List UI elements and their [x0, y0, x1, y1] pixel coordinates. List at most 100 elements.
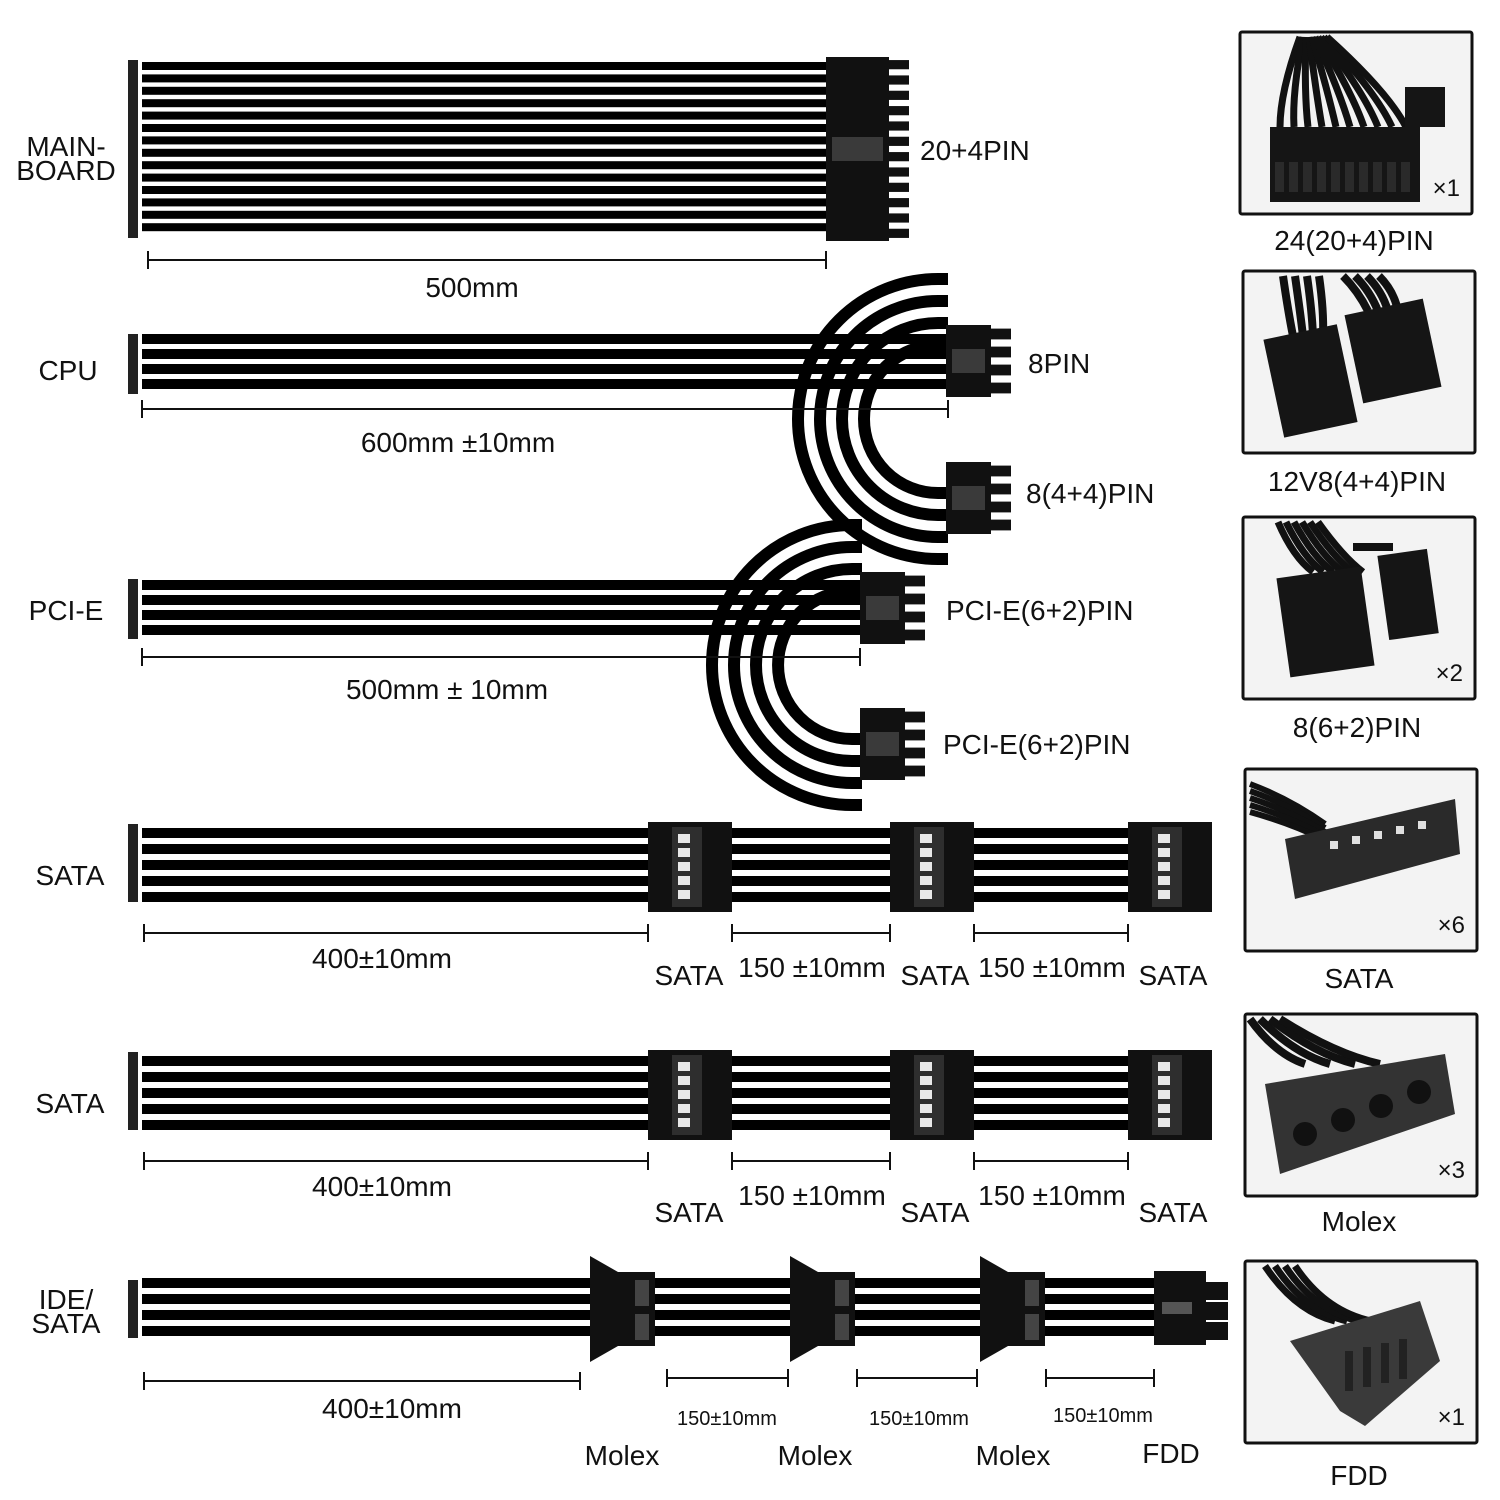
molex-connector-photo	[1246, 1015, 1455, 1174]
connector-label: Molex	[778, 1440, 853, 1471]
photo-panel: ×28(6+2)PIN	[1241, 515, 1477, 743]
cable-wire	[142, 1326, 590, 1336]
row-label: PCI-E	[29, 595, 104, 626]
cable-wire	[142, 210, 826, 219]
sata-pin	[678, 834, 690, 843]
sata-pin	[1158, 862, 1170, 871]
photo-caption: SATA	[1325, 963, 1394, 994]
molex-connector	[790, 1256, 855, 1362]
sata-connector	[890, 1050, 974, 1140]
sata-connector	[890, 822, 974, 912]
cable-wire	[142, 844, 648, 854]
connector-pin	[905, 747, 925, 759]
cable-wire	[974, 844, 1128, 854]
connector-label: SATA	[655, 1197, 724, 1228]
cable-wire	[732, 1056, 890, 1066]
connector-24pin	[826, 57, 909, 241]
cable-wire	[142, 876, 648, 886]
dimension-line	[147, 251, 827, 269]
pcie-8pin-connector-photo	[1274, 519, 1439, 678]
connector-label: 20+4PIN	[920, 135, 1030, 166]
sata-pin	[1158, 890, 1170, 899]
dimension-label: 150 ±10mm	[978, 1180, 1126, 1211]
cable-wire	[732, 1104, 890, 1114]
cable-wire	[142, 198, 826, 207]
dimension-label: 500mm ± 10mm	[346, 674, 548, 705]
cable-wire	[142, 580, 862, 590]
connector-pin	[889, 152, 909, 162]
psu-plug	[128, 579, 138, 639]
cable-wire	[142, 1088, 648, 1098]
quantity-label: ×1	[1438, 1404, 1465, 1431]
dimension-line	[666, 1369, 789, 1387]
connector-pin	[889, 75, 909, 85]
cable-wire	[142, 111, 826, 120]
cable-wire	[655, 1310, 790, 1320]
sata-pin	[920, 1062, 932, 1071]
sata-connector	[1128, 1050, 1212, 1140]
cable-wire	[142, 595, 862, 605]
cable-wire	[142, 74, 826, 83]
connector-label: SATA	[901, 960, 970, 991]
cable-wire	[974, 1104, 1128, 1114]
sata-pin	[1158, 1076, 1170, 1085]
dimension-label: 400±10mm	[322, 1393, 462, 1424]
psu-plug	[128, 1052, 138, 1130]
connector-pin	[991, 328, 1011, 340]
connector-pin	[991, 364, 1011, 376]
curved-cable-wire	[706, 519, 862, 811]
row-label: CPU	[38, 355, 97, 386]
cable-wire	[1045, 1294, 1156, 1304]
cable-wire	[142, 364, 948, 374]
cable-wire	[142, 148, 826, 157]
cable-wire	[974, 1056, 1128, 1066]
connector-pin	[991, 346, 1011, 358]
dimension-label: 150±10mm	[1053, 1405, 1153, 1427]
cable-wire	[655, 1278, 790, 1288]
connector-pin	[889, 121, 909, 131]
sata-pin	[1158, 848, 1170, 857]
sata-pin	[920, 1076, 932, 1085]
connector-pin	[905, 729, 925, 741]
cable-wire	[142, 1294, 590, 1304]
cable-wire	[142, 173, 826, 182]
row-label: BOARD	[16, 155, 116, 186]
cable-wire	[142, 1120, 648, 1130]
curved-cable-wire	[772, 585, 862, 745]
curved-cable-wire	[814, 295, 948, 543]
curved-cable-wire	[792, 273, 948, 565]
quantity-label: ×6	[1438, 912, 1465, 939]
dimension-line	[731, 924, 891, 942]
sata-pin	[920, 848, 932, 857]
connector-pin	[889, 198, 909, 208]
connector-pin	[889, 167, 909, 177]
sata-pin	[678, 848, 690, 857]
cable-wire	[655, 1294, 790, 1304]
fdd-connector-photo	[1262, 1264, 1440, 1426]
dimension-label: 150±10mm	[869, 1408, 969, 1430]
row-label: SATA	[32, 1308, 101, 1339]
fdd-connector	[1154, 1271, 1228, 1345]
quantity-label: ×3	[1438, 1157, 1465, 1184]
curved-cable-wire	[728, 541, 862, 789]
connector-label: 8PIN	[1028, 348, 1090, 379]
cable-wire	[974, 1120, 1128, 1130]
psu-plug	[128, 824, 138, 902]
sata-pin	[920, 1118, 932, 1127]
cable-wire	[732, 1088, 890, 1098]
cable-wire	[732, 892, 890, 902]
connector-label: PCI-E(6+2)PIN	[943, 729, 1131, 760]
eps-8pin-connector-photo	[1263, 273, 1442, 438]
connector-latch	[952, 349, 985, 373]
sata-pin	[678, 876, 690, 885]
sata-connector-photo	[1248, 781, 1460, 899]
dimension-label: 150 ±10mm	[978, 952, 1126, 983]
dimension-line	[856, 1369, 978, 1387]
dimension-line	[973, 1152, 1129, 1170]
